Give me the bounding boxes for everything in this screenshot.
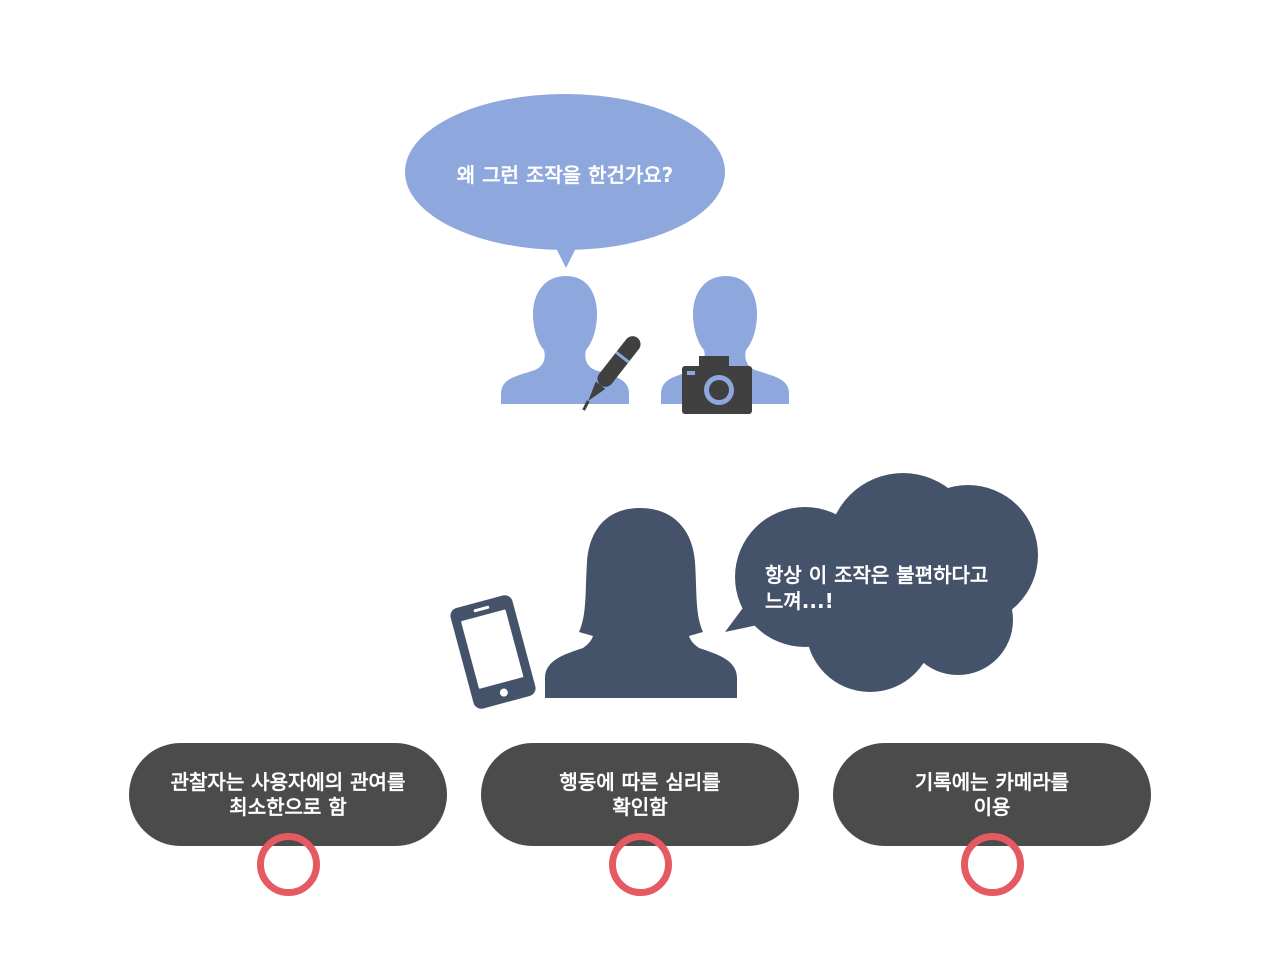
observer-recorder [661,276,789,414]
principle-pill-3: 기록에는 카메라를 이용 [833,743,1151,846]
person-icon [501,276,629,404]
principle-pill-1: 관찰자는 사용자에의 관여를 최소한으로 함 [129,743,447,846]
principle-text-3: 기록에는 카메라를 이용 [914,769,1070,819]
principle-pill-2: 행동에 따른 심리를 확인함 [481,743,799,846]
camera-icon [682,356,752,414]
woman-silhouette-icon [545,508,737,698]
user-thought-line-1: 항상 이 조작은 불편하다고 [765,563,989,587]
user-with-smartphone [450,508,737,709]
observer-interviewer [501,276,641,411]
observer-question-text: 왜 그런 조작을 한건가요? [456,163,674,187]
pen-icon [582,336,641,411]
circle-ring-icon [257,833,320,896]
user-thought-line-2: 느껴...! [765,589,834,613]
principle-text-1: 관찰자는 사용자에의 관여를 최소한으로 함 [170,769,406,819]
circle-ring-icon [961,833,1024,896]
user-thought-text: 항상 이 조작은 불편하다고 느껴...! [765,562,1025,614]
principle-text-2: 행동에 따른 심리를 확인함 [559,769,721,819]
circle-ring-icon [609,833,672,896]
smartphone-icon [450,595,536,709]
